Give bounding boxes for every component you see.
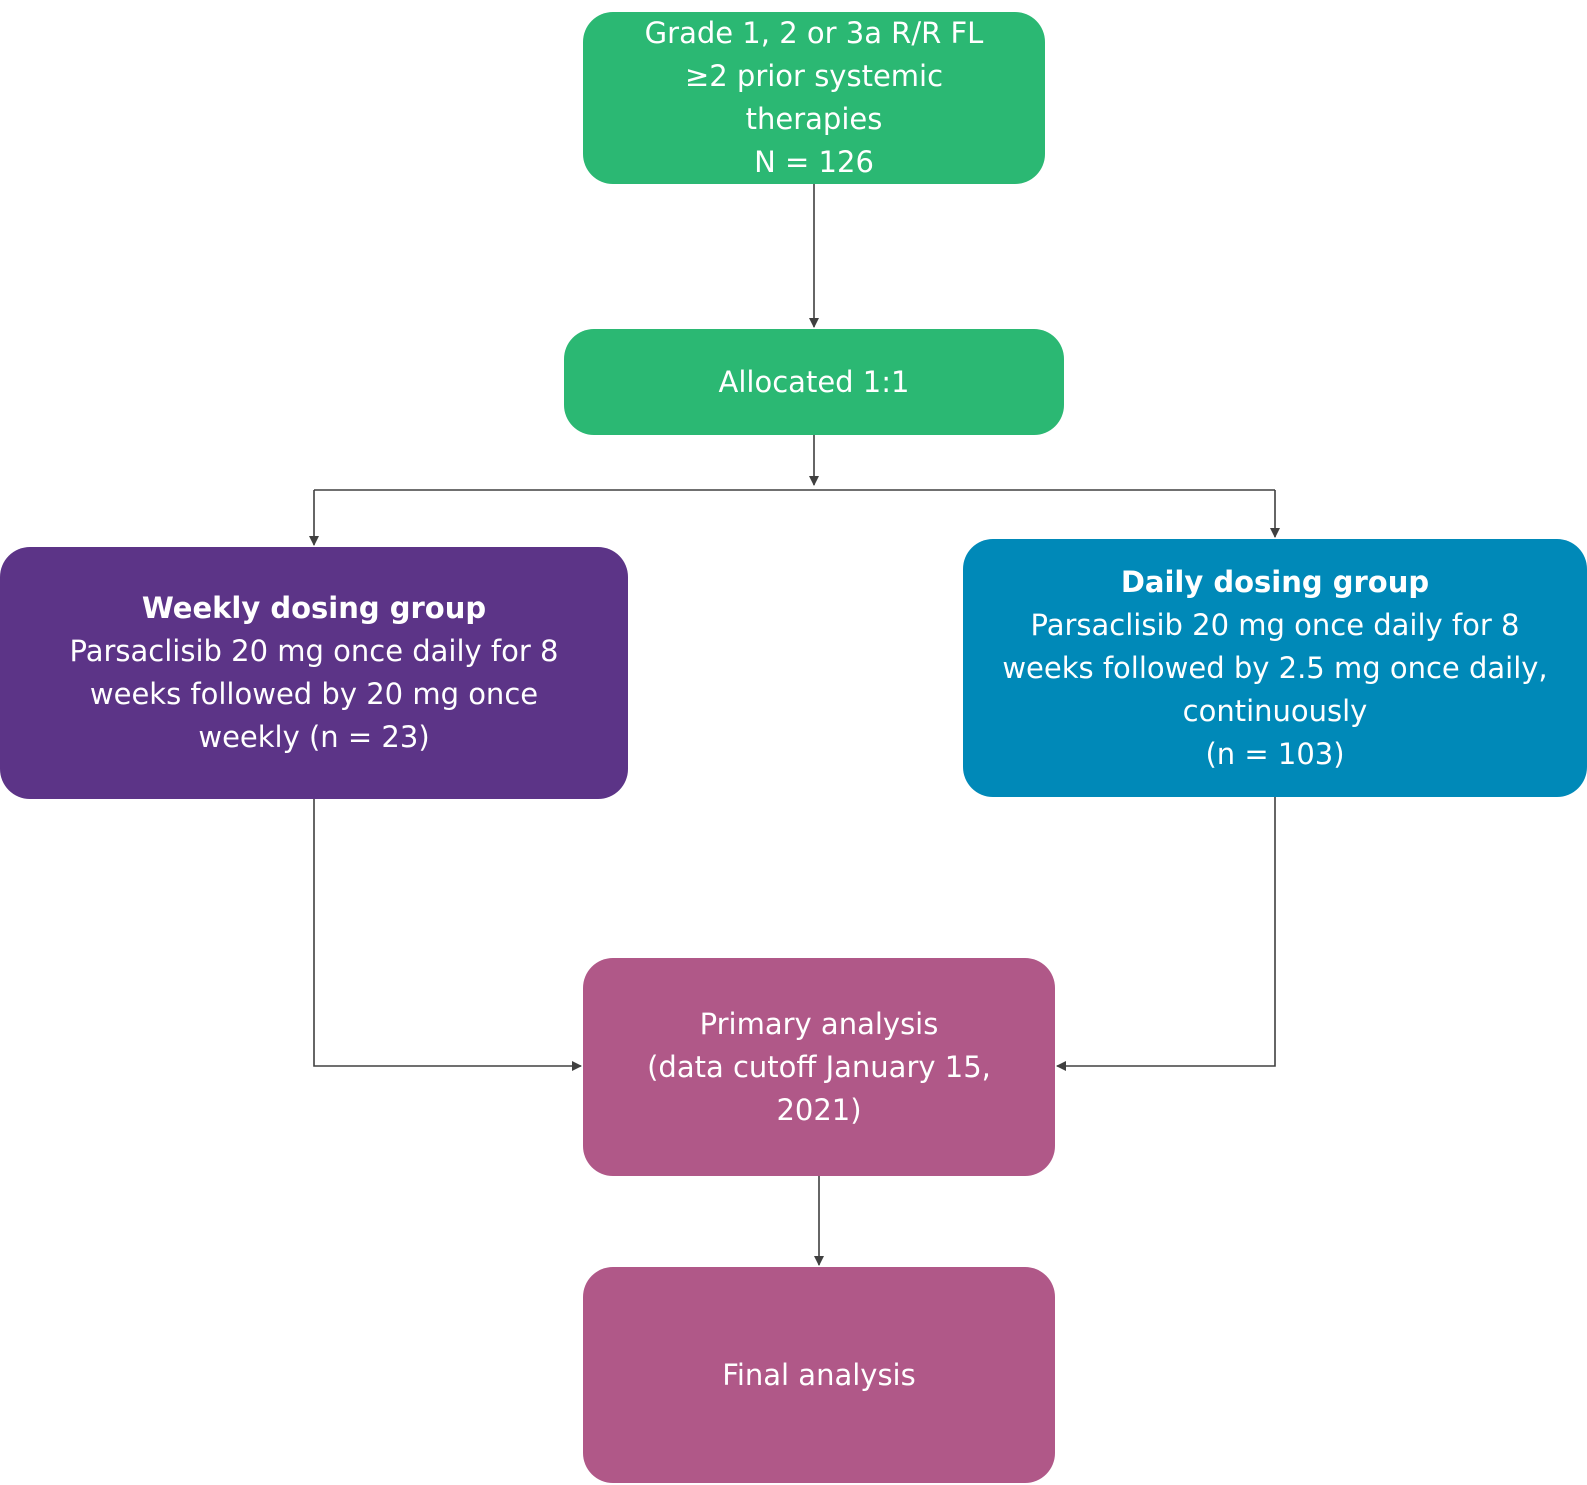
primary-line-3: 2021) [776,1092,862,1127]
primary-line-1: Primary analysis [699,1006,939,1041]
primary-analysis-box: Primary analysis (data cutoff January 15… [583,958,1055,1176]
daily-line-1: Parsaclisib 20 mg once daily for 8 [1030,607,1520,642]
weekly-line-1: Parsaclisib 20 mg once daily for 8 [69,634,559,668]
arrow-daily-to-primary [1056,797,1276,1071]
eligibility-line-3: therapies [745,102,883,136]
daily-dosing-box: Daily dosing group Parsaclisib 20 mg onc… [963,539,1587,797]
weekly-heading: Weekly dosing group [141,591,487,625]
daily-line-3: continuously [1182,693,1368,728]
eligibility-line-1: Grade 1, 2 or 3a R/R FL [644,16,984,50]
final-label: Final analysis [722,1357,916,1392]
weekly-line-2: weeks followed by 20 mg once [89,677,539,711]
eligibility-line-4: N = 126 [754,145,874,179]
daily-line-4: (n = 103) [1205,736,1345,771]
daily-heading: Daily dosing group [1120,564,1430,599]
primary-line-2: (data cutoff January 15, [647,1049,991,1084]
daily-line-2: weeks followed by 2.5 mg once daily, [1002,650,1548,685]
eligibility-box: Grade 1, 2 or 3a R/R FL ≥2 prior systemi… [583,12,1045,184]
weekly-dosing-box: Weekly dosing group Parsaclisib 20 mg on… [0,547,628,799]
eligibility-line-2: ≥2 prior systemic [684,59,944,93]
weekly-line-3: weekly (n = 23) [198,720,430,754]
allocation-label: Allocated 1:1 [718,364,910,399]
arrow-weekly-to-primary [313,799,582,1071]
final-analysis-box: Final analysis [583,1267,1055,1483]
allocation-box: Allocated 1:1 [564,329,1064,435]
